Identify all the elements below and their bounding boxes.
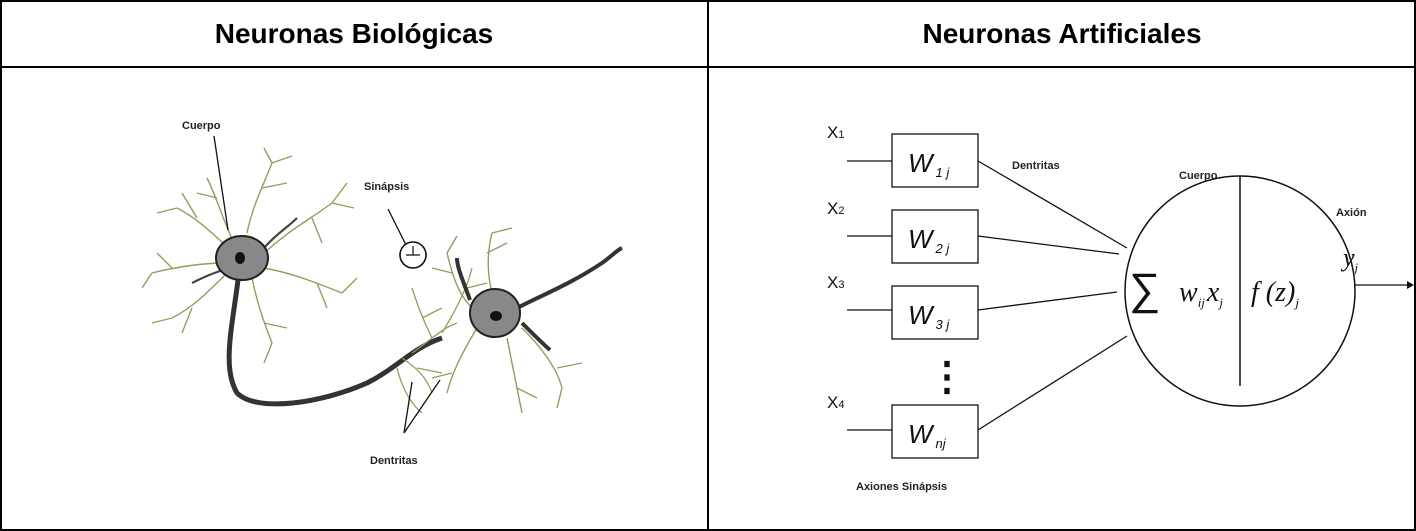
dendrite-lines — [978, 161, 1127, 430]
label-axones-sinapsis: Axiones Sinápsis — [856, 481, 947, 493]
header-row: Neuronas Biológicas Neuronas Artificiale… — [0, 0, 1416, 67]
input-labels: X1 X2 X3 X4 — [827, 123, 844, 412]
label-cuerpo: Cuerpo — [182, 120, 221, 132]
label-cuerpo: Cuerpo — [1179, 170, 1218, 182]
neuron-1-nucleus — [235, 252, 245, 264]
label-dentritas: Dentritas — [1012, 160, 1060, 172]
header-artificial: Neuronas Artificiales — [708, 0, 1416, 67]
axon — [229, 280, 442, 404]
label-sinapsis: Sinápsis — [364, 181, 409, 193]
label-axion: Axión — [1336, 207, 1367, 219]
neuron-2-nucleus — [490, 311, 502, 321]
label-dentritas: Dentritas — [370, 455, 418, 467]
output-label: yj — [1340, 243, 1359, 275]
input-label-3: X3 — [827, 273, 844, 292]
biological-neuron-diagram: Cuerpo Sinápsis Dentritas — [2, 68, 707, 529]
header-biological: Neuronas Biológicas — [0, 0, 708, 67]
vertical-dots: ⋮ — [927, 355, 967, 399]
activation-formula: f (z)j — [1251, 277, 1299, 310]
sigma-symbol: ∑ — [1129, 265, 1160, 314]
weight-boxes — [892, 134, 978, 458]
input-label-1: X1 — [827, 123, 844, 142]
output-arrowhead — [1407, 281, 1414, 289]
input-label-2: X2 — [827, 199, 844, 218]
input-lines — [847, 161, 892, 430]
input-label-4: X4 — [827, 393, 844, 412]
